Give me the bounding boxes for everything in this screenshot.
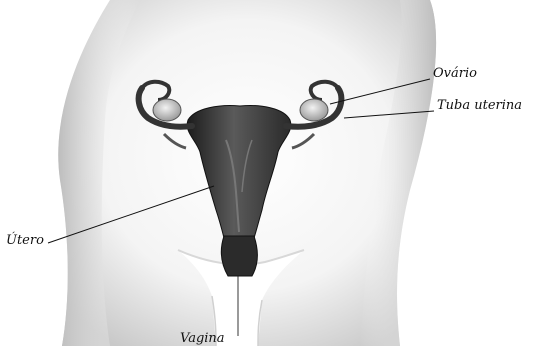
- label-fallopian-tube: Tuba uterina: [437, 98, 522, 113]
- label-uterus: Útero: [6, 231, 44, 248]
- left-ovary: [153, 99, 181, 121]
- label-vagina: Vagina: [180, 331, 225, 346]
- right-ovary: [300, 99, 328, 121]
- label-ovary: Ovário: [433, 66, 477, 81]
